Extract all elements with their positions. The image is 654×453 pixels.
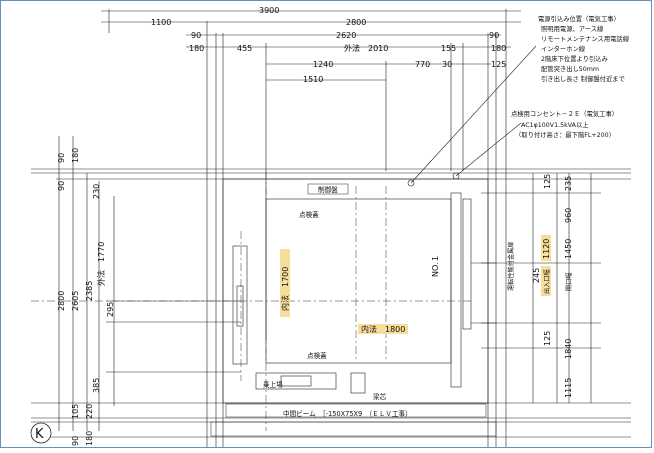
section-k-letter: K (35, 427, 44, 442)
dim-left-bot-b: 220 (85, 404, 94, 419)
inner-width-label: 内法 1800 (361, 324, 405, 334)
dim-r5-b: 770 (415, 60, 430, 69)
intermediate-beam (210, 403, 497, 437)
label-door-opening: 開口幅 (565, 272, 573, 291)
power-note-4: 2階床下位置より引込み (541, 54, 608, 63)
dim-overall: 3900 (259, 6, 279, 15)
highlight-1120 (541, 235, 551, 261)
inner-height-label: 内法 1700 (280, 267, 290, 311)
dim-right-235: 235 (564, 176, 573, 191)
dim-r3-a: 90 (191, 31, 201, 40)
power-note-1: 照明用電源、アース線 (541, 24, 604, 33)
dim-left-bot-a: 105 (71, 404, 80, 419)
dim-r6: 1510 (303, 75, 323, 84)
dim-right-1450: 1450 (564, 239, 573, 259)
dim-r3-b: 2620 (336, 31, 356, 40)
structural-lines (31, 9, 631, 447)
dim-r3-c: 90 (489, 31, 499, 40)
power-note-5: 配管突き出し50mm (541, 64, 599, 73)
dim-left-outer: 外法 1770 (96, 242, 106, 286)
dim-right-960: 960 (564, 208, 573, 223)
dim-r4-d: 155 (441, 44, 456, 53)
dim-right-125b: 125 (543, 331, 552, 346)
dim-right-1120: 1120 (542, 239, 551, 259)
power-note-6: 引き出し長さ 制御盤付近まで (541, 74, 625, 83)
dim-left-offset: 1100 (151, 18, 171, 27)
dim-r4-c: 外法 2010 (344, 43, 388, 53)
dim-right-1115: 1115 (564, 378, 573, 398)
dim-left-bot-d: 180 (85, 431, 94, 446)
dim-r5-c: 30 (442, 60, 452, 69)
dim-right-1840: 1840 (564, 339, 573, 359)
section-k-marker (30, 422, 52, 444)
dim-left-overall: 2800 (57, 291, 66, 311)
inspection-top-label: 点検蓋 (299, 210, 319, 219)
dim-right-245: 245 (532, 268, 541, 283)
dim-left-wall-a: 90 (57, 153, 66, 163)
outlet-note-0: 点検用コンセント－２Ｅ（電気工事） (511, 109, 618, 118)
power-note-3: インターホン線 (541, 44, 586, 53)
highlight-inner-height (280, 249, 290, 317)
outlet-note-1: AC1φ100V1.5kVA以上 (521, 120, 589, 129)
power-note-2: リモートメンテナンス用電話線 (541, 34, 630, 43)
control-panel-box (307, 183, 349, 195)
highlight-inner-width (358, 324, 408, 334)
highlight-opening (541, 266, 551, 296)
dim-left-bot-c: 90 (71, 436, 80, 446)
dim-r5-d: 125 (491, 60, 506, 69)
label-vertical-door: 運転性能付金属扉 (507, 242, 515, 292)
dim-shaft-width: 2800 (346, 18, 366, 27)
dim-left-low: 385 (92, 378, 101, 393)
dim-left-mid: 295 (106, 302, 115, 317)
landing-label: 乗上場 (263, 380, 283, 389)
dim-left-inner: 2605 (71, 291, 80, 311)
power-note-0: 電源引込み位置（電気工事） (538, 14, 620, 23)
label-opening-width-top: 出入口幅 (543, 269, 551, 294)
control-panel-label: 制御盤 (318, 185, 338, 194)
dim-r5-a: 1240 (313, 60, 333, 69)
outlet-note-2: （取り付け高さ：最下階FL+200） (515, 130, 615, 139)
dim-r4-e: 180 (491, 44, 506, 53)
dim-r4-b: 455 (237, 44, 252, 53)
dim-left-top-gap: 230 (92, 184, 101, 199)
car-no-label: NO.１ (431, 255, 440, 278)
dim-left-wall-b: 180 (71, 148, 80, 163)
beam-small-label: 梁芯 (373, 392, 387, 401)
dim-left-inner2: 2385 (85, 281, 94, 301)
inspection-bottom-label: 点検蓋 (307, 351, 327, 360)
dim-left-wall-a2: 90 (57, 181, 66, 191)
beam-label: 中間ビーム ［-150X75X9 （ＥＬＶ工事） (283, 409, 412, 418)
dim-r4-a: 180 (189, 44, 204, 53)
dim-right-125a: 125 (543, 174, 552, 189)
